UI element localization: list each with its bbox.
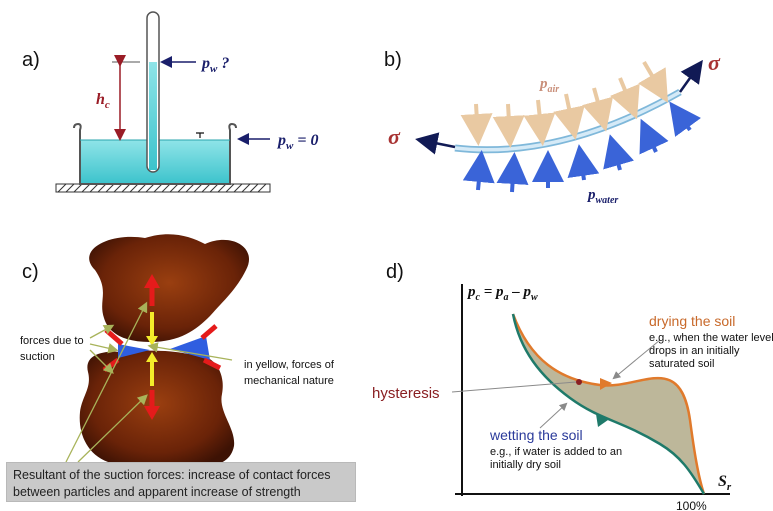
water-arrow xyxy=(603,134,634,171)
hysteresis-point xyxy=(576,379,582,385)
air-arrow xyxy=(523,99,556,146)
wetting-title: wetting the soil xyxy=(489,427,583,443)
panel-b: b) σ σ pair pwater xyxy=(384,49,721,206)
drying-direction-arrow xyxy=(600,378,612,390)
p-air-label: pair xyxy=(538,76,559,95)
air-pressure-arrows xyxy=(460,60,669,148)
tank-wall xyxy=(73,122,237,185)
air-arrow xyxy=(460,103,493,146)
panel-b-letter: b) xyxy=(384,49,402,71)
drying-note-3: saturated soil xyxy=(649,358,714,370)
hysteresis-label: hysteresis xyxy=(372,385,440,402)
suction-arrowhead xyxy=(144,406,160,420)
sigma-left-arrow xyxy=(415,132,456,155)
forces-suction-label: forces due to xyxy=(20,335,84,347)
panel-d-letter: d) xyxy=(386,261,404,283)
air-arrow xyxy=(553,93,585,140)
air-arrow xyxy=(638,60,669,103)
wetting-note-1: e.g., if water is added to an xyxy=(490,446,622,458)
capillary-water-column xyxy=(149,62,157,170)
drying-note-1: e.g., when the water level xyxy=(649,332,773,344)
water-arrow xyxy=(567,144,600,181)
wetting-note-2: initially dry soil xyxy=(490,459,561,471)
panel-a-letter: a) xyxy=(22,49,40,71)
panel-d: d) pc = pa – pw Sr 100% hysteresis dryin… xyxy=(372,261,773,511)
water-level-marker xyxy=(196,132,204,138)
sigma-left-label: σ xyxy=(388,124,401,149)
x-tick-100: 100% xyxy=(676,499,707,511)
panel-a: a) hc pw ? pw = xyxy=(22,11,318,193)
meniscus-left xyxy=(118,344,150,358)
pointer-lines xyxy=(65,301,233,463)
air-arrow xyxy=(582,87,613,132)
water-arrow xyxy=(669,101,702,137)
water-pressure-arrows xyxy=(462,101,702,193)
soil-particle-upper xyxy=(89,234,250,342)
panel-c: c) xyxy=(20,234,335,468)
drying-pointer xyxy=(612,339,661,380)
mechanical-note: in yellow, forces of xyxy=(244,359,335,371)
mechanical-arrowhead xyxy=(146,336,158,346)
hysteresis-region xyxy=(513,314,704,494)
drying-curve xyxy=(511,313,706,495)
y-axis-label: pc = pa – pw xyxy=(466,284,538,303)
pw-question-label: pw ? xyxy=(200,55,229,75)
x-axis-label: Sr xyxy=(718,473,732,493)
forces-suction-label-2: suction xyxy=(20,351,55,363)
panel-c-letter: c) xyxy=(22,261,39,283)
wetting-curve xyxy=(511,313,706,495)
drying-note-2: drops in an initially xyxy=(649,345,740,357)
caption-line-2: between particles and apparent increase … xyxy=(13,485,301,499)
ground-hatch xyxy=(57,183,267,193)
mechanical-note-2: mechanical nature xyxy=(244,375,334,387)
wetting-pointer xyxy=(539,402,568,429)
panel-c-caption: Resultant of the suction forces: increas… xyxy=(6,462,356,502)
sigma-right-label: σ xyxy=(708,50,721,75)
sigma-right-arrow xyxy=(678,59,703,93)
caption-line-1: Resultant of the suction forces: increas… xyxy=(13,468,331,482)
membrane-inner xyxy=(454,90,681,152)
water-arrow xyxy=(462,150,495,191)
drying-title: drying the soil xyxy=(649,313,735,329)
pw-zero-label: pw = 0 xyxy=(276,132,318,152)
hc-label: hc xyxy=(96,91,110,111)
water-arrow xyxy=(639,118,669,155)
air-arrow xyxy=(492,103,525,148)
wetting-direction-arrow xyxy=(596,414,608,427)
p-water-label: pwater xyxy=(586,187,618,206)
suction-arrowhead xyxy=(144,274,160,288)
air-arrow xyxy=(610,77,640,120)
water-arrow xyxy=(496,152,529,193)
mechanical-arrowhead xyxy=(146,352,158,362)
hysteresis-pointer xyxy=(451,381,577,393)
